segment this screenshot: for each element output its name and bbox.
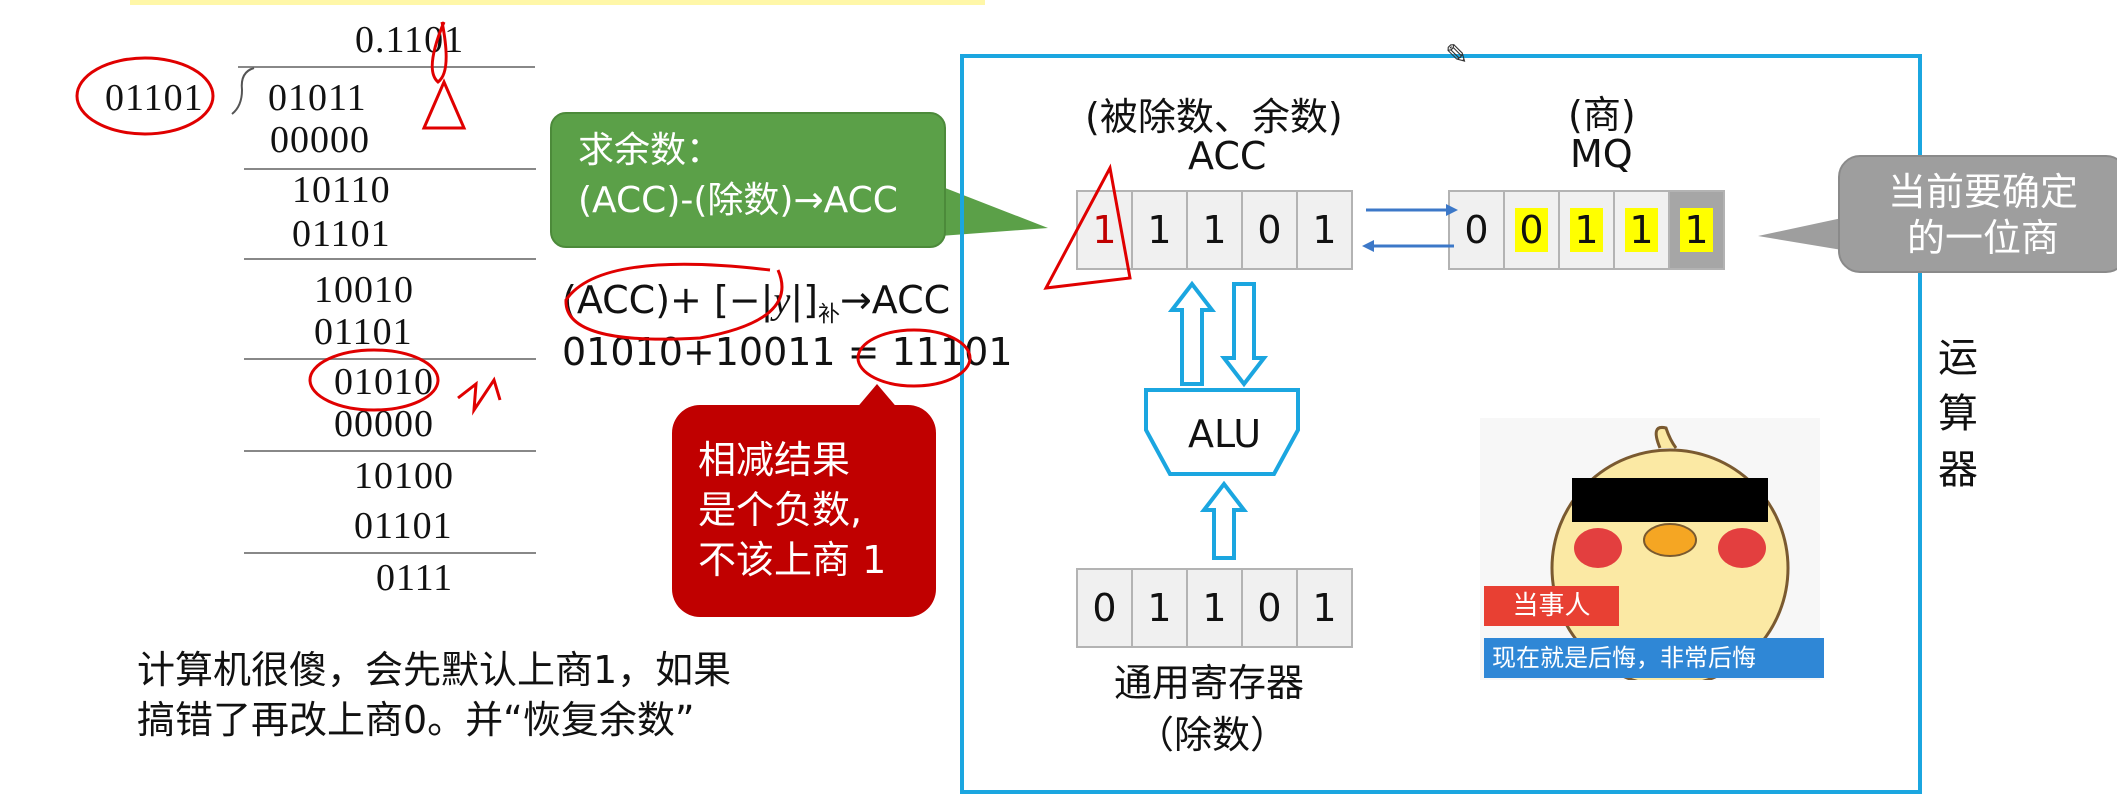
vertical-label: 运 算 器 (1938, 330, 1978, 498)
division-line (244, 450, 536, 452)
register-to-alu-arrow (1200, 480, 1248, 560)
bottom-note-line: 搞错了再改上商0。并“恢复余数” (137, 698, 695, 742)
division-line (244, 358, 536, 360)
formula-line-1: (ACC)+ [−|y|]补→ACC (562, 278, 950, 329)
gray-callout: 当前要确定 的一位商 (1838, 155, 2117, 273)
red-callout-line: 相减结果 (698, 438, 851, 482)
acc-alu-arrows (1168, 280, 1269, 388)
general-register-bit: 1 (1296, 568, 1353, 648)
division-row: 10110 (292, 169, 391, 211)
division-bracket (231, 67, 255, 115)
division-row: 10100 (354, 455, 454, 497)
mq-register: 0 0 1 1 1 (1448, 190, 1725, 270)
green-callout-line: (ACC)-(除数)→ACC (578, 180, 898, 221)
division-row: 01101 (292, 213, 391, 255)
red-callout-line: 是个负数, (698, 488, 863, 532)
acc-bit: 1 (1296, 190, 1353, 270)
meme-sticker (1480, 418, 1820, 680)
division-row: 0111 (376, 557, 454, 599)
division-row: 01101 (314, 311, 413, 353)
mq-bit: 1 (1558, 190, 1615, 270)
division-row: 00000 (270, 119, 370, 161)
formula-sub: 补 (817, 302, 840, 328)
gray-callout-line: 当前要确定 (1887, 170, 2078, 214)
vertical-label-char: 器 (1938, 447, 1978, 493)
acc-name: ACC (1188, 134, 1267, 178)
division-row: 10010 (314, 269, 414, 311)
mq-bit: 1 (1613, 190, 1670, 270)
acc-bit: 0 (1241, 190, 1298, 270)
formula-var: y (773, 280, 791, 322)
top-highlight-strip (130, 0, 985, 5)
division-line (244, 258, 536, 260)
meme-caption: 现在就是后悔，非常后悔 (1484, 638, 1824, 678)
red-callout-line: 不该上商 1 (698, 538, 887, 582)
mq-bit: 1 (1668, 190, 1725, 270)
formula-part: (ACC)+ [−| (562, 278, 774, 322)
acc-mq-shift-arrows (1362, 204, 1458, 252)
gray-callout-line: 的一位商 (1906, 216, 2059, 260)
general-register-subcaption: （除数） (1136, 713, 1289, 757)
green-callout-line: 求余数： (578, 130, 723, 171)
mq-caption: (商) (1568, 93, 1636, 137)
quotient-line (238, 66, 535, 68)
division-line (244, 168, 536, 170)
division-row: 01010 (334, 361, 434, 403)
vertical-label-char: 算 (1938, 391, 1978, 437)
acc-bit: 1 (1186, 190, 1243, 270)
bottom-note: 计算机很傻，会先默认上商1，如果 搞错了再改上商0。并“恢复余数” (137, 645, 731, 745)
formula-part: |] (790, 278, 818, 322)
mq-name: MQ (1570, 132, 1633, 176)
division-row: 01011 (268, 77, 367, 119)
red-callout: 相减结果 是个负数, 不该上商 1 (672, 405, 936, 617)
vertical-label-char: 运 (1938, 335, 1978, 381)
formula-part: →ACC (839, 278, 951, 322)
mq-bit: 0 (1503, 190, 1560, 270)
mq-bit: 0 (1448, 190, 1505, 270)
green-callout-pointer (940, 186, 1048, 236)
handwritten-annotations: ✎ (75, 21, 1468, 416)
division-row: 01101 (354, 505, 453, 547)
alu-unit (1144, 388, 1300, 476)
divisor: 01101 (105, 77, 204, 119)
green-callout: 求余数： (ACC)-(除数)→ACC (550, 112, 946, 248)
acc-bit: 1 (1076, 190, 1133, 270)
division-line (244, 552, 536, 554)
gray-callout-pointer (1758, 218, 1842, 250)
svg-text:✎: ✎ (1445, 38, 1468, 71)
general-register-caption: 通用寄存器 (1114, 661, 1305, 705)
red-callout-pointer (855, 384, 899, 410)
alu-label: ALU (1188, 412, 1262, 456)
bottom-note-line: 计算机很傻，会先默认上商1，如果 (137, 648, 732, 692)
meme-tag: 当事人 (1484, 586, 1619, 626)
general-register: 0 1 1 0 1 (1076, 568, 1353, 648)
acc-caption: (被除数、余数) (1085, 95, 1343, 139)
acc-register: 1 1 1 0 1 (1076, 190, 1353, 270)
